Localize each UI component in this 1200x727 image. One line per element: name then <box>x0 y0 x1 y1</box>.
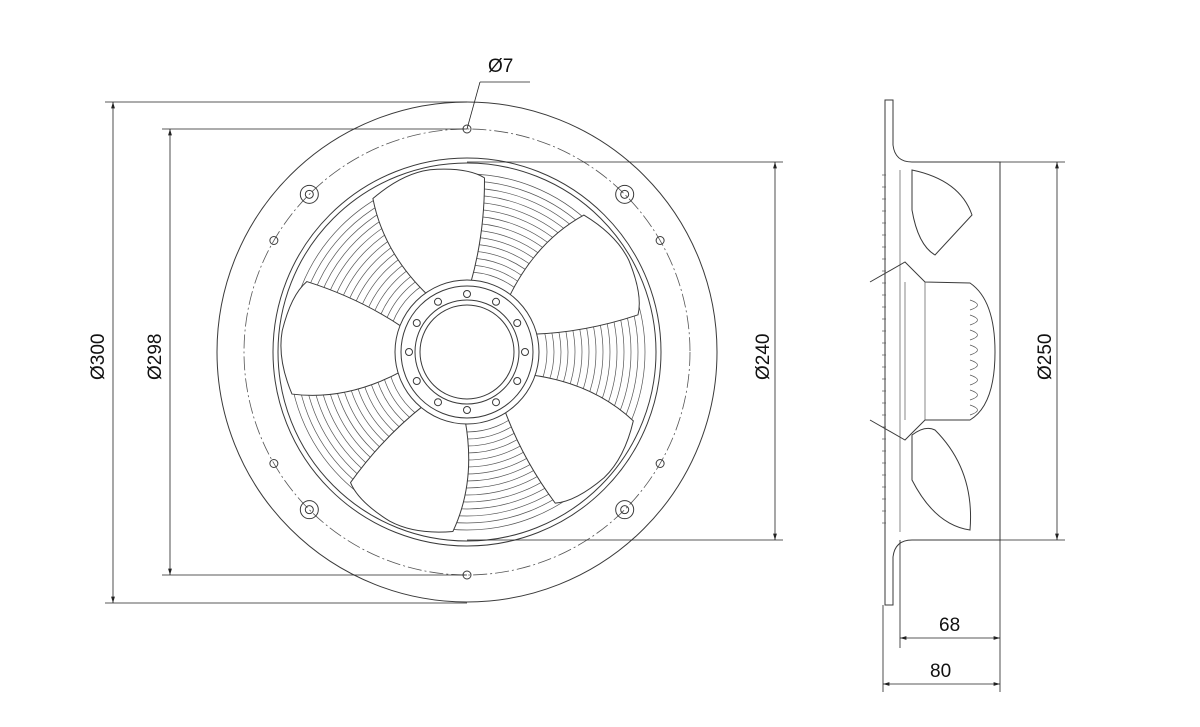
depth-dimensions: 68 80 <box>882 540 1001 692</box>
hole-dimension: Ø7 <box>466 56 530 130</box>
blade <box>280 281 404 396</box>
motor-rib <box>969 299 978 311</box>
blade <box>372 168 485 297</box>
motor-rib <box>969 374 978 386</box>
blade <box>507 214 640 335</box>
mounting-bolt <box>615 184 635 204</box>
venturi-ring <box>277 162 657 542</box>
motor-rib <box>969 314 978 326</box>
mounting-bolt-hole <box>620 189 630 199</box>
hub-bolt <box>405 348 413 356</box>
depth-total-label: 80 <box>930 661 951 682</box>
side-blade-top <box>911 169 973 256</box>
motor-rib <box>969 404 978 416</box>
depth-inner-label: 68 <box>939 615 960 636</box>
blade <box>503 374 634 504</box>
motor-rib <box>969 359 978 371</box>
motor-rib <box>969 389 978 401</box>
mounting-bolt-hole <box>304 189 314 199</box>
motor-rib <box>969 344 978 356</box>
mounting-bolt-hole <box>620 505 630 515</box>
hub-bolt <box>463 290 471 298</box>
hub-bolt <box>412 319 421 327</box>
mounting-holes <box>269 124 665 580</box>
side-view <box>869 99 1001 606</box>
mounting-hole <box>269 236 279 245</box>
outer-diameter-label: Ø300 <box>88 334 109 380</box>
impeller-blades <box>280 168 640 533</box>
hub-bolt <box>521 348 529 356</box>
bolt-circle-dimension: Ø298 <box>145 128 467 576</box>
impeller-diameter-label: Ø240 <box>753 334 774 380</box>
motor-rib <box>969 329 978 341</box>
mounting-bolt <box>615 500 635 520</box>
duct-diameter-dimension: Ø250 <box>1000 161 1065 541</box>
hub-bolt <box>463 406 471 414</box>
impeller-diameter-dimension: Ø240 <box>467 161 783 541</box>
hub-bolt <box>492 297 500 306</box>
outer-diameter-dimension: Ø300 <box>88 101 467 604</box>
mounting-hole <box>655 459 665 468</box>
hub-bolt <box>434 297 442 306</box>
bolt-circle-label: Ø298 <box>145 334 166 380</box>
hole-diameter-label: Ø7 <box>488 56 513 77</box>
motor-side <box>869 261 996 441</box>
mounting-bolt-hole <box>304 505 314 515</box>
mounting-bolt <box>299 184 319 204</box>
shroud-inner-circle <box>272 157 662 547</box>
motor-hub <box>394 279 540 425</box>
duct-diameter-label: Ø250 <box>1035 334 1056 380</box>
side-blade-bottom <box>911 427 972 531</box>
bolt-circle <box>243 128 691 576</box>
blade <box>349 404 470 533</box>
mounting-hole <box>655 236 665 245</box>
hub-bolt <box>412 377 421 385</box>
front-view <box>216 101 718 603</box>
hub-bolt <box>492 398 500 407</box>
mounting-hole <box>269 459 279 468</box>
hub-bolt <box>434 398 442 407</box>
hub-bolt <box>513 377 522 385</box>
hub-bolt <box>513 319 522 327</box>
mounting-bolt <box>299 500 319 520</box>
flange-and-duct <box>884 99 1001 606</box>
